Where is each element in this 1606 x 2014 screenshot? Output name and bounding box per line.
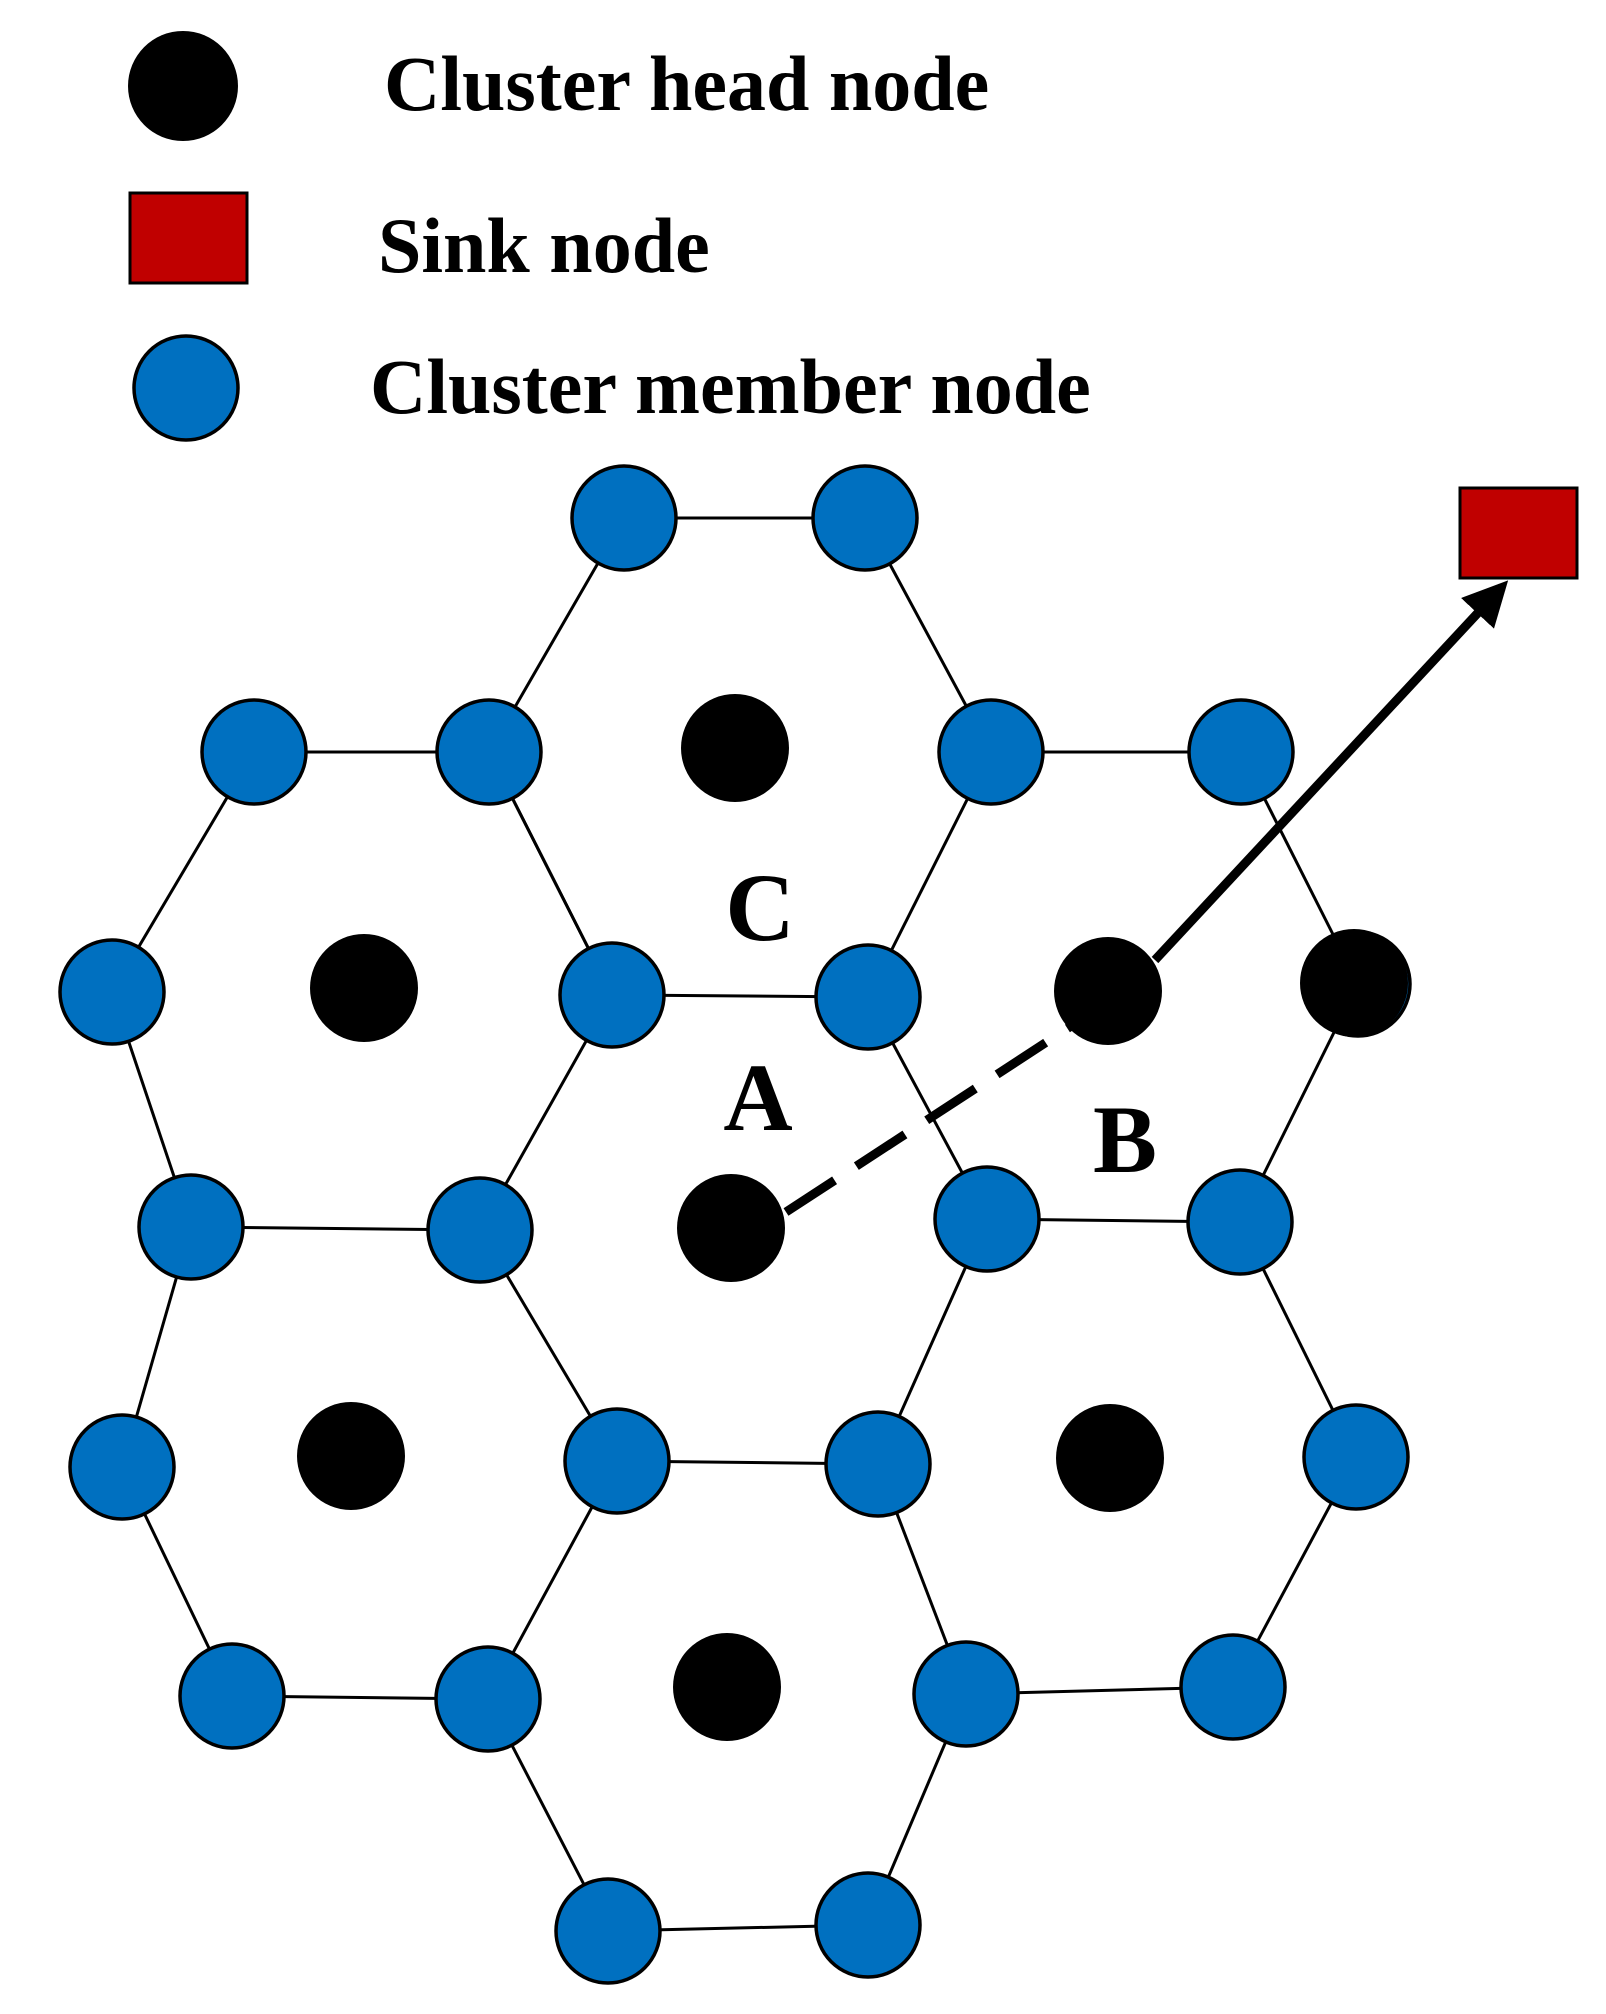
cluster-member-node (1186, 1168, 1294, 1276)
legend-label-cluster-member: Cluster member node (370, 343, 1091, 430)
region-label-a: A (723, 1044, 792, 1151)
cluster-member-node (811, 464, 919, 572)
legend: Cluster head node Sink node Cluster memb… (128, 31, 1091, 442)
cluster-head-node (673, 1633, 781, 1741)
cluster-member-node (58, 938, 166, 1046)
cluster-member-node (435, 698, 543, 806)
sink-node-icon (128, 191, 249, 285)
region-label-b: B (1093, 1086, 1157, 1193)
cluster-member-node (824, 1410, 932, 1518)
cluster-member-node (1302, 1403, 1410, 1511)
cluster-member-node (137, 1173, 245, 1281)
cluster-member-node (426, 1176, 534, 1284)
cluster-member-node (563, 1407, 671, 1515)
legend-label-sink: Sink node (378, 202, 710, 289)
cluster-member-node (814, 943, 922, 1051)
cluster-head-node (297, 1402, 405, 1510)
cluster-head-node (310, 934, 418, 1042)
cluster-member-node (937, 698, 1045, 806)
cluster-member-node (200, 698, 308, 806)
cluster-member-node (554, 1877, 662, 1985)
cluster-head-nodes (297, 694, 1408, 1741)
dashed-path-a-to-b (783, 1013, 1088, 1216)
cluster-member-node (1187, 698, 1295, 806)
cluster-head-node (1300, 929, 1408, 1037)
cluster-member-node (178, 1642, 286, 1750)
legend-item-sink: Sink node (128, 191, 710, 289)
legend-item-cluster-head: Cluster head node (128, 31, 989, 141)
cluster-member-node (68, 1413, 176, 1521)
cluster-member-icon (132, 334, 240, 442)
region-label-c: C (725, 854, 794, 961)
cluster-member-nodes (58, 464, 1412, 1985)
cluster-head-node (677, 1174, 785, 1282)
routing-path (783, 580, 1509, 1216)
arrow-b-to-sink (1151, 580, 1509, 964)
cluster-member-node (570, 464, 678, 572)
cluster-head-icon (128, 31, 238, 141)
legend-label-cluster-head: Cluster head node (384, 40, 989, 127)
sink-node (1458, 486, 1579, 580)
cluster-member-node (558, 941, 666, 1049)
cluster-member-node (912, 1640, 1020, 1748)
cluster-member-node (1179, 1633, 1287, 1741)
cluster-member-node (814, 1871, 922, 1979)
cluster-member-node (434, 1645, 542, 1753)
legend-item-cluster-member: Cluster member node (132, 334, 1091, 442)
cluster-member-node (933, 1165, 1041, 1273)
cluster-head-node (1056, 1404, 1164, 1512)
cluster-head-node (681, 694, 789, 802)
